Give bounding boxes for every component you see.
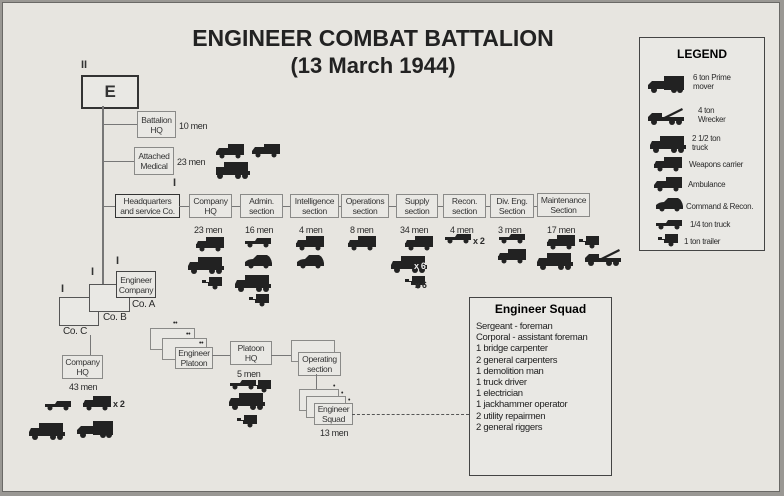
platoon-echelon-symbol: •• — [173, 320, 178, 327]
hq-co-echelon-symbol: I — [173, 177, 177, 189]
battalion-hq-box: Battalion HQ — [137, 111, 176, 138]
section-recon: Recon. section — [443, 194, 486, 218]
squad-member: 1 bridge carpenter — [476, 343, 548, 355]
command-recon-icon — [656, 198, 683, 212]
engineer-squad-box: Engineer Squad — [314, 403, 353, 425]
legend-label: 1/4 ton truck — [690, 220, 731, 229]
quarter-ton-truck-icon — [656, 220, 682, 230]
squad-echelon-symbol: • — [348, 397, 351, 404]
battalion-echelon-symbol: II — [81, 59, 88, 71]
company-hq-men: 43 men — [69, 382, 98, 392]
wrecker-icon — [648, 108, 684, 125]
squad-echelon-symbol: • — [341, 390, 344, 397]
multiplier: x 2 — [113, 399, 125, 409]
squad-member: 1 jackhammer operator — [476, 399, 568, 411]
operating-section-box: Operating section — [298, 352, 341, 376]
co-a-label: Co. A — [132, 299, 155, 310]
platoon-hq-box: Platoon HQ — [230, 341, 272, 365]
engineer-squad-detail: Engineer Squad Sergeant - foreman Corpor… — [469, 297, 612, 476]
attached-medical-box: Attached Medical — [134, 147, 174, 175]
legend: LEGEND 6 ton Prime mover 4 ton Wrecker 2… — [639, 37, 765, 251]
battalion-box: E — [81, 75, 139, 109]
dashed-connector — [352, 414, 469, 415]
prime-mover-icon — [648, 76, 684, 93]
section-operations: Operations section — [341, 194, 389, 218]
multiplier: x 6 — [415, 280, 427, 290]
company-echelon-symbol: I — [91, 266, 95, 278]
section-maintenance: Maintenance Section — [537, 193, 590, 217]
squad-member: Sergeant - foreman — [476, 321, 553, 332]
admin-vehicles — [235, 238, 272, 307]
company-echelon-symbol: I — [116, 255, 120, 267]
attached-medical-men: 23 men — [177, 157, 206, 167]
squad-member: 2 general riggers — [476, 421, 543, 433]
platoon-hq-men: 5 men — [237, 369, 261, 379]
multiplier: x 2 — [473, 236, 485, 246]
battalion-hq-men: 10 men — [179, 121, 208, 131]
engineer-platoon-box: Engineer Platoon — [175, 347, 213, 369]
platoon-hq-vehicles — [229, 380, 271, 428]
trailer-icon — [658, 234, 678, 247]
weapons-carrier-icon — [654, 157, 682, 172]
engineer-company-box: Engineer Company — [116, 271, 156, 298]
medical-vehicles — [216, 144, 280, 179]
multiplier: x 6 — [414, 261, 426, 271]
company-hq-box: Company HQ — [62, 355, 103, 379]
chart-subtitle: (13 March 1944) — [290, 53, 456, 78]
legend-label: 1 ton trailer — [684, 237, 721, 246]
ambulance-icon — [654, 177, 682, 192]
section-supply: Supply section — [396, 194, 438, 218]
men-count: 8 men — [350, 225, 374, 235]
legend-label: 2 1/2 ton truck — [692, 134, 721, 152]
men-count: 3 men — [498, 225, 522, 235]
maintenance-vehicles — [537, 235, 621, 270]
legend-label: Command & Recon. — [686, 202, 754, 211]
men-count: 17 men — [547, 225, 576, 235]
company-hq-vehicles — [29, 396, 113, 440]
chart-title: ENGINEER COMBAT BATTALION — [192, 25, 554, 51]
platoon-echelon-symbol: •• — [186, 331, 191, 338]
legend-title: LEGEND — [676, 47, 727, 61]
engineer-squad-men: 13 men — [320, 428, 349, 438]
section-div-eng: Div. Eng. Section — [490, 194, 534, 218]
co-b-label: Co. B — [103, 312, 127, 323]
legend-label: Ambulance — [688, 180, 726, 189]
hq-service-co-box: Headquarters and service Co. — [115, 194, 180, 218]
squad-member: 1 electrician — [476, 388, 523, 400]
section-admin: Admin. section — [240, 194, 283, 218]
co-c-label: Co. C — [63, 326, 88, 337]
truck-icon — [650, 136, 686, 153]
legend-label: 6 ton Prime mover — [693, 73, 731, 91]
section-intelligence: Intelligence section — [290, 194, 339, 218]
div-eng-vehicles — [498, 234, 526, 264]
section-company-hq: Company HQ — [189, 194, 232, 218]
supply-vehicles — [391, 236, 433, 289]
squad-member: 2 general carpenters — [476, 354, 558, 366]
company-echelon-symbol: I — [61, 283, 65, 295]
operations-vehicles — [348, 236, 376, 251]
men-count: 4 men — [450, 225, 474, 235]
intelligence-vehicles — [296, 236, 324, 269]
men-count: 34 men — [400, 225, 429, 235]
legend-label: 4 ton Wrecker — [698, 106, 726, 124]
squad-echelon-symbol: • — [333, 383, 336, 390]
squad-member: 1 demolition man — [476, 365, 544, 377]
legend-label: Weapons carrier — [689, 160, 744, 169]
men-count: 16 men — [245, 225, 274, 235]
men-count: 4 men — [299, 225, 323, 235]
recon-vehicles — [445, 234, 471, 244]
squad-member: 1 truck driver — [476, 377, 527, 389]
squad-member: 2 utility repairmen — [476, 410, 546, 422]
squad-member: Corporal - assistant foreman — [476, 332, 588, 344]
men-count: 23 men — [194, 225, 223, 235]
connector — [102, 106, 104, 296]
platoon-echelon-symbol: •• — [199, 340, 204, 347]
squad-detail-title: Engineer Squad — [494, 302, 587, 316]
